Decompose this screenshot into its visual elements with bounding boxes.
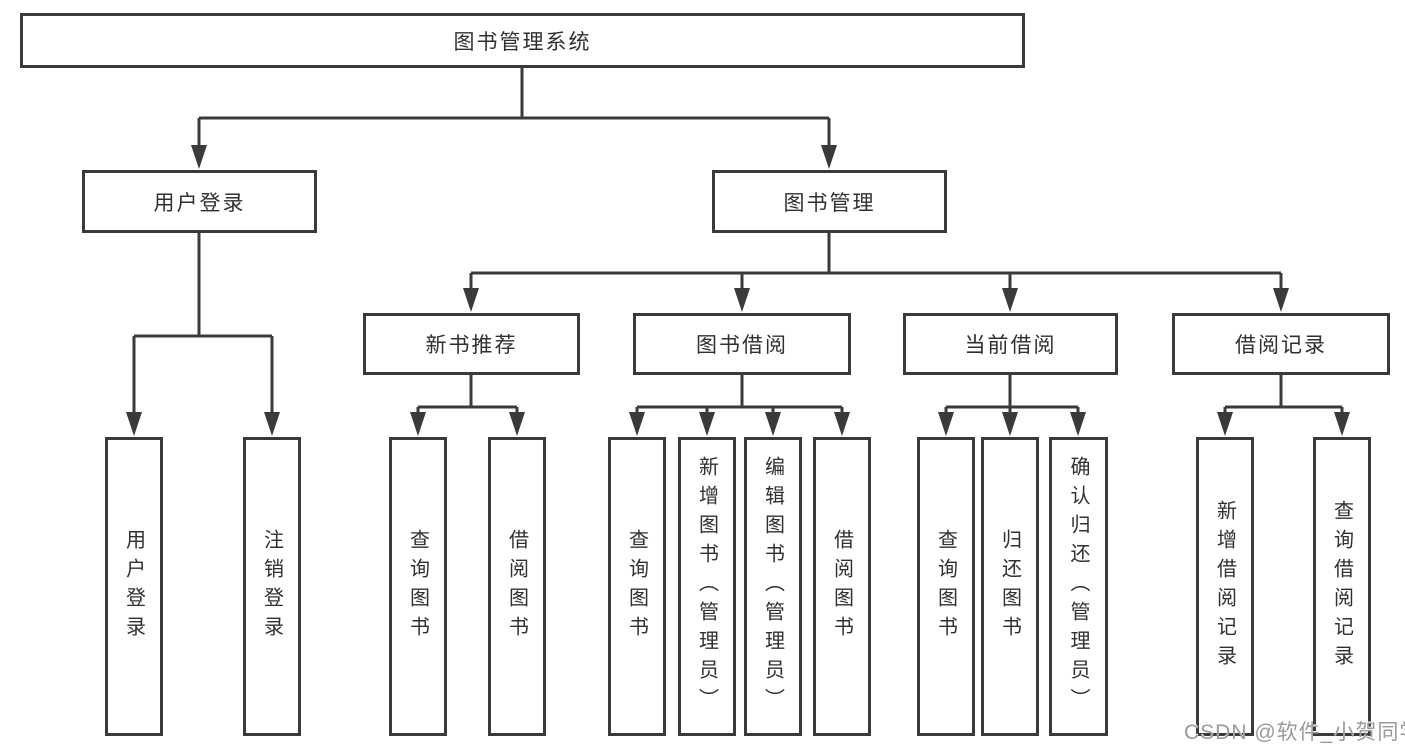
leaf-borrow-add-book-admin: 新增图书（管理员） bbox=[678, 437, 736, 736]
node-new-book-recommend: 新书推荐 bbox=[363, 313, 580, 375]
leaf-borrow-query-book: 查询图书 bbox=[608, 437, 666, 736]
leaf-borrow-borrow-book: 借阅图书 bbox=[813, 437, 871, 736]
csdn-watermark: CSDN @软件_小贺同学 bbox=[1184, 721, 1405, 744]
node-label: 确认归还（管理员） bbox=[1067, 456, 1089, 717]
node-user-login: 用户登录 bbox=[82, 170, 317, 233]
node-label: 注销登录 bbox=[260, 528, 283, 645]
node-label: 新书推荐 bbox=[425, 334, 518, 357]
leaf-current-return-book: 归还图书 bbox=[981, 437, 1039, 736]
leaf-records-query-record: 查询借阅记录 bbox=[1313, 437, 1371, 736]
node-book-management: 图书管理 bbox=[712, 170, 947, 233]
node-book-borrow: 图书借阅 bbox=[633, 313, 851, 375]
node-label: 借阅图书 bbox=[505, 528, 528, 645]
node-label: 归还图书 bbox=[998, 528, 1021, 645]
node-current-borrow: 当前借阅 bbox=[903, 313, 1118, 375]
node-label: 借阅记录 bbox=[1235, 334, 1327, 357]
node-label: 新增借阅记录 bbox=[1213, 499, 1236, 674]
leaf-logout: 注销登录 bbox=[243, 437, 301, 736]
leaf-current-confirm-return-admin: 确认归还（管理员） bbox=[1049, 437, 1108, 736]
node-label: 查询借阅记录 bbox=[1330, 499, 1353, 674]
node-label: 用户登录 bbox=[122, 528, 145, 645]
leaf-recommend-query-book: 查询图书 bbox=[389, 437, 447, 736]
node-label: 查询图书 bbox=[934, 528, 957, 645]
leaf-records-add-record: 新增借阅记录 bbox=[1196, 437, 1254, 736]
node-label: 用户登录 bbox=[153, 191, 246, 215]
node-library-system: 图书管理系统 bbox=[20, 13, 1025, 68]
node-label: 图书借阅 bbox=[696, 334, 788, 357]
connector-lines bbox=[132, 68, 1344, 421]
node-label: 当前借阅 bbox=[964, 334, 1057, 357]
node-label: 图书管理 bbox=[783, 191, 876, 215]
node-label: 图书管理系统 bbox=[453, 30, 592, 54]
leaf-recommend-borrow-book: 借阅图书 bbox=[488, 437, 546, 736]
leaf-borrow-edit-book-admin: 编辑图书（管理员） bbox=[744, 437, 802, 736]
node-label: 查询图书 bbox=[406, 528, 429, 645]
node-label: 借阅图书 bbox=[830, 528, 853, 645]
leaf-user-login: 用户登录 bbox=[105, 437, 163, 736]
node-label: 编辑图书（管理员） bbox=[761, 456, 784, 717]
arrowhead-icons bbox=[126, 145, 1350, 436]
node-label: 新增图书（管理员） bbox=[695, 456, 718, 717]
leaf-current-query-book: 查询图书 bbox=[917, 437, 975, 736]
node-borrow-records: 借阅记录 bbox=[1172, 313, 1390, 375]
node-label: 查询图书 bbox=[625, 528, 648, 645]
